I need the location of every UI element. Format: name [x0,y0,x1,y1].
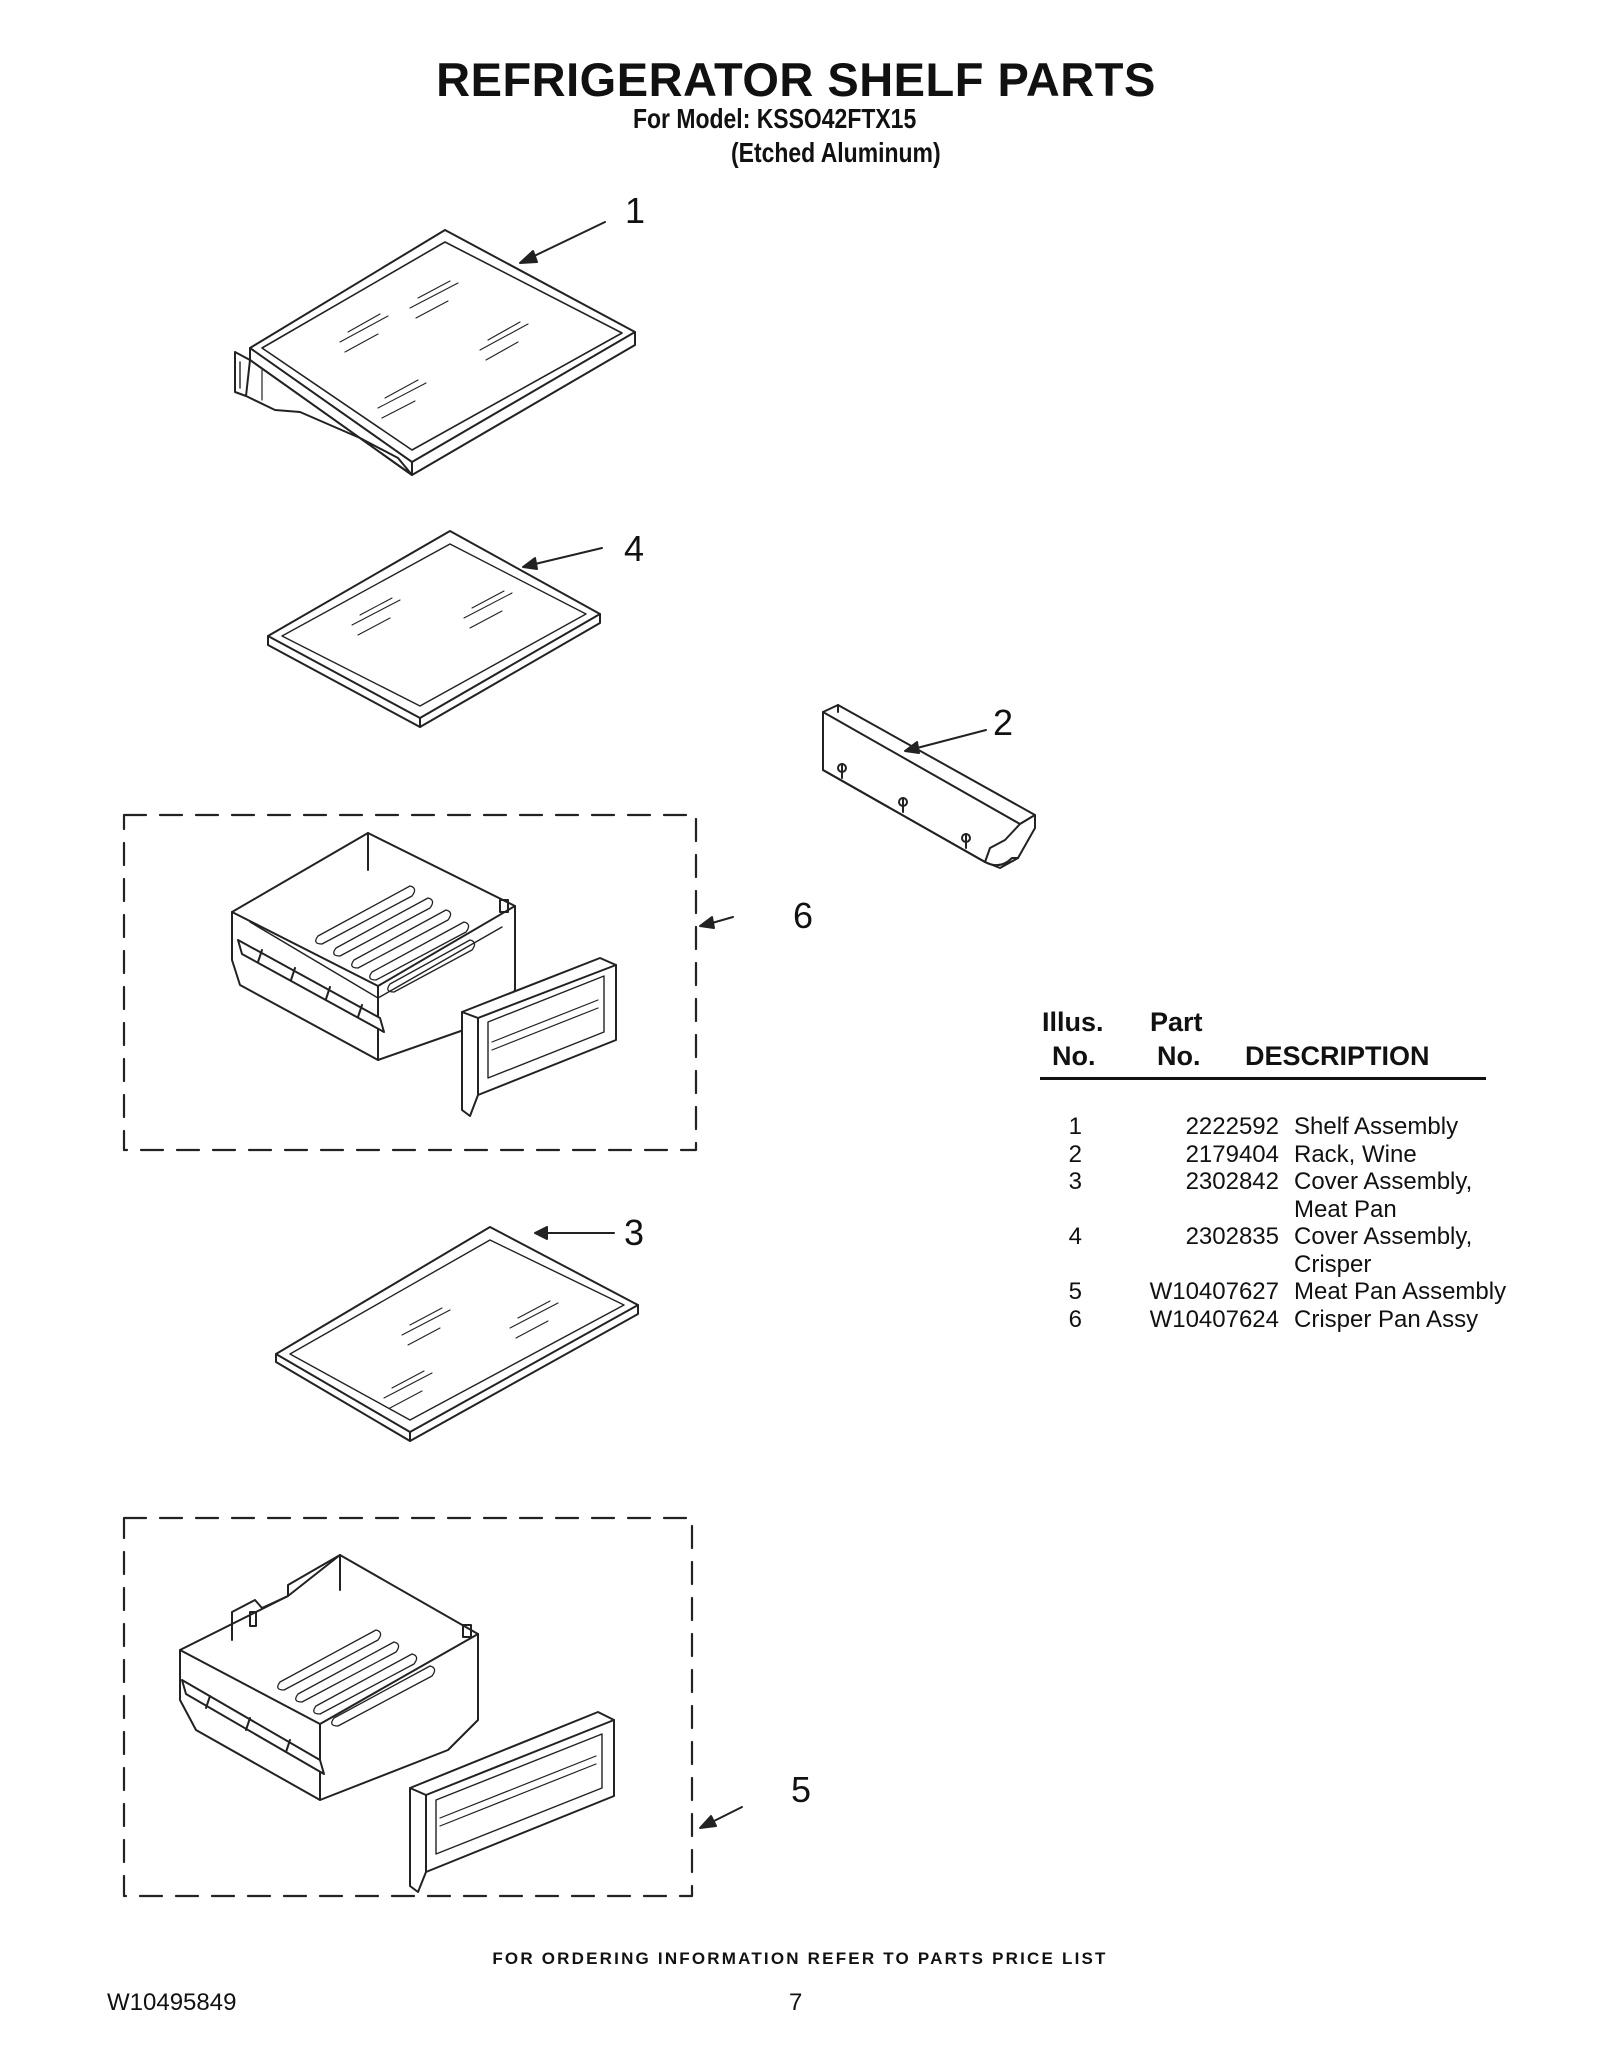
callout-5: 5 [791,1769,812,1810]
crisper-drawer-front-illustration [461,957,617,1117]
part-description: Meat Pan Assembly [1294,1278,1507,1305]
illus-number: 4 [1068,1223,1082,1250]
crisper-pan-group-box [122,813,698,1152]
meat-drawer-front-illustration [409,1711,615,1893]
part-description: Crisper [1294,1250,1372,1278]
col-part-line2: No. [1157,1041,1201,1071]
meat-pan-group-box [122,1516,694,1898]
part-description: Cover Assembly, [1294,1168,1473,1195]
part-number: W10407624 [1149,1305,1279,1333]
part-description: Cover Assembly, [1294,1223,1473,1250]
part-description: Rack, Wine [1294,1140,1417,1168]
illus-number: 3 [1068,1168,1082,1195]
illus-number: 2 [1068,1140,1082,1168]
col-illus-line1: Illus. [1042,1007,1104,1037]
callout-4: 4 [624,528,645,569]
shelf-assembly-illustration [234,229,636,476]
callout-2: 2 [993,702,1014,743]
col-illus-line2: No. [1052,1041,1096,1071]
part-number: 2179404 [1185,1140,1279,1168]
part-description: Meat Pan [1294,1195,1397,1223]
page-title: REFRIGERATOR SHELF PARTS [436,53,1156,106]
meat-pan-cover-illustration [275,1226,639,1442]
callout-6: 6 [793,895,814,936]
part-number: W10407627 [1149,1278,1279,1305]
callout-1: 1 [625,190,646,231]
wine-rack-illustration [822,704,1036,869]
illus-number: 1 [1068,1113,1082,1140]
illus-number: 5 [1068,1278,1082,1305]
part-description: Crisper Pan Assy [1294,1305,1479,1333]
meat-pan-illustration [179,1554,479,1801]
col-part-line1: Part [1150,1007,1203,1037]
page-number: 7 [789,1989,803,2016]
ordering-note: FOR ORDERING INFORMATION REFER TO PARTS … [492,1949,1108,1968]
table-header-rule [1040,1077,1486,1080]
callout-3: 3 [624,1212,645,1253]
part-description: Shelf Assembly [1294,1113,1459,1140]
col-description: DESCRIPTION [1245,1041,1430,1071]
leader-arrows [519,221,987,1829]
model-line: For Model: KSSO42FTX15 [633,103,917,134]
document-number: W10495849 [107,1989,237,2016]
part-number: 2222592 [1185,1113,1279,1140]
finish-line: (Etched Aluminum) [731,137,941,168]
part-number: 2302842 [1185,1168,1279,1195]
part-number: 2302835 [1185,1223,1279,1250]
crisper-cover-illustration [267,530,601,728]
illus-number: 6 [1068,1305,1082,1333]
